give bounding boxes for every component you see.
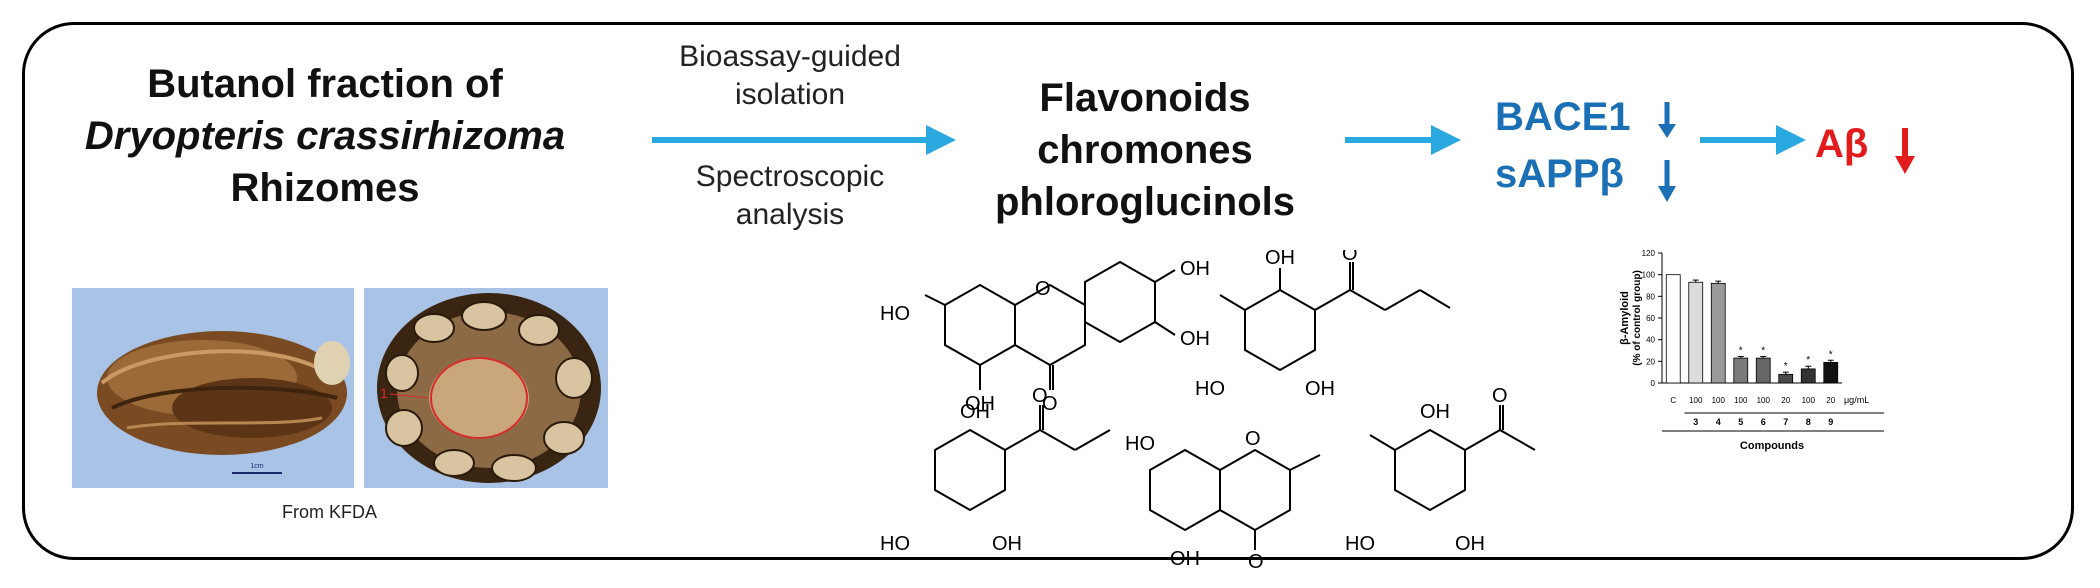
phl3-o: O xyxy=(1492,385,1508,407)
chart-bar xyxy=(1755,357,1771,384)
chart-category-label: 3 xyxy=(1693,417,1698,427)
chart-bar xyxy=(1710,282,1726,384)
chart-dose-label: 20 xyxy=(1781,396,1790,405)
chart-bar xyxy=(1823,362,1839,384)
chart-ytick-label: 0 xyxy=(1651,379,1656,388)
rhizome-photo-side: 1cm xyxy=(72,288,354,488)
flav-oh-2: OH xyxy=(1180,328,1210,350)
chart-significance-mark: * xyxy=(1784,361,1788,372)
flav-ho: HO xyxy=(880,303,910,325)
chart-category-label: 6 xyxy=(1761,417,1766,427)
phl2-oh: OH xyxy=(960,401,990,423)
source-line-2-species: Dryopteris crassirhizoma xyxy=(84,114,566,158)
chemical-structures: HO OH OH OH O O OH O HO OH OH O HO OH xyxy=(880,250,1536,570)
source-line-3: Rhizomes xyxy=(230,166,420,210)
chart-ytick-label: 20 xyxy=(1646,357,1655,366)
chart-dose-label: 100 xyxy=(1689,396,1703,405)
class-chromones: chromones xyxy=(1037,128,1253,172)
chart-category-label: 9 xyxy=(1828,417,1833,427)
chart-significance-mark: * xyxy=(1806,355,1810,366)
flav-ring-o: O xyxy=(1035,278,1051,300)
photo-caption: From KFDA xyxy=(282,502,378,522)
down-arrow-abeta-icon xyxy=(1895,128,1915,174)
rhizome-photo-cross-section: 1 xyxy=(364,288,608,488)
chart-bar xyxy=(1778,373,1794,384)
chart-bar xyxy=(1688,281,1704,384)
chart-category-label: 5 xyxy=(1738,417,1743,427)
chart-ytick-label: 120 xyxy=(1642,249,1656,258)
phl1-oh: OH xyxy=(1265,250,1295,269)
chart-dose-label: 20 xyxy=(1826,396,1835,405)
source-line-1: Butanol fraction of xyxy=(147,62,503,106)
phl1-o: O xyxy=(1342,250,1358,265)
chart-bar xyxy=(1665,274,1681,384)
chart-ytick-label: 80 xyxy=(1646,292,1655,301)
chart-ytick-label: 100 xyxy=(1642,271,1656,280)
chrom-oh: OH xyxy=(1170,548,1200,570)
flavanone-structure xyxy=(924,260,1176,390)
step-top-line-1: Bioassay-guided xyxy=(679,40,901,73)
chart-xlabel: Compounds xyxy=(1740,440,1804,452)
chart-ytick-label: 60 xyxy=(1646,314,1655,323)
flav-oh-1: OH xyxy=(1180,258,1210,280)
source-title: Butanol fraction of Dryopteris crassirhi… xyxy=(60,58,590,214)
chart-ylabel-sub: (% of control group) xyxy=(1632,270,1643,366)
down-arrow-bace1-icon xyxy=(1658,102,1676,138)
chart-dose-label: 100 xyxy=(1712,396,1726,405)
chart-category-label: 8 xyxy=(1806,417,1811,427)
chromone-structure xyxy=(1149,448,1321,550)
diagram-frame xyxy=(22,22,2074,560)
target-bace1: BACE1 xyxy=(1495,95,1631,139)
step-bottom-line-2: analysis xyxy=(735,198,845,231)
phl3-oh-2: OH xyxy=(1455,533,1485,555)
target-sappb: sAPPβ xyxy=(1495,152,1624,196)
chart-bar xyxy=(1733,357,1749,384)
chart-dose-label: 100 xyxy=(1757,396,1771,405)
chart-category-label: 4 xyxy=(1716,417,1721,427)
phloroglucinol-left-structure xyxy=(934,405,1111,512)
down-arrow-sappb-icon xyxy=(1658,160,1676,202)
chart-dose-unit: μg/mL xyxy=(1844,395,1869,405)
photo-marker-label: 1 xyxy=(380,385,388,401)
phl1-ho: HO xyxy=(1195,378,1225,400)
photo-scale-label: 1cm xyxy=(250,463,263,470)
step-label-top: Bioassay-guided isolation xyxy=(640,38,940,114)
chart-dose-label: 100 xyxy=(1734,396,1748,405)
class-flavonoids: Flavonoids xyxy=(1039,76,1251,120)
phl2-ho: HO xyxy=(880,533,910,555)
class-phloroglucinols: phloroglucinols xyxy=(995,180,1295,224)
chart-ylabel: β-Amyloid xyxy=(1619,291,1631,345)
phl3-ho: HO xyxy=(1345,533,1375,555)
compound-classes: Flavonoids chromones phloroglucinols xyxy=(955,72,1335,228)
chart-significance-mark: * xyxy=(1739,345,1743,356)
step-top-line-2: isolation xyxy=(734,78,846,111)
chart-significance-mark: * xyxy=(1829,349,1833,360)
chrom-keto-o: O xyxy=(1248,551,1264,570)
chart-significance-mark: * xyxy=(1761,345,1765,356)
outcome-abeta: Aβ xyxy=(1815,122,1869,166)
phloroglucinol-top-structure xyxy=(1219,262,1451,372)
chart-dose-label: 100 xyxy=(1802,396,1816,405)
phl2-o: O xyxy=(1032,385,1048,407)
chart-ytick-label: 40 xyxy=(1646,336,1655,345)
phl1-oh-2: OH xyxy=(1305,378,1335,400)
phl3-oh: OH xyxy=(1420,401,1450,423)
phloroglucinol-right-structure xyxy=(1369,405,1536,512)
flav-keto-o: O xyxy=(1042,393,1058,415)
abeta-bar-chart: β-Amyloid (% of control group) Compounds… xyxy=(1619,249,1884,452)
step-label-bottom: Spectroscopic analysis xyxy=(640,158,940,234)
chart-dose-label: C xyxy=(1670,396,1676,405)
flav-oh-3: OH xyxy=(965,393,995,415)
chrom-ring-o: O xyxy=(1245,428,1261,450)
chrom-ho: HO xyxy=(1125,433,1155,455)
step-bottom-line-1: Spectroscopic xyxy=(695,160,885,193)
chart-bar xyxy=(1800,368,1816,384)
chart-category-label: 7 xyxy=(1783,417,1788,427)
phl2-oh-2: OH xyxy=(992,533,1022,555)
